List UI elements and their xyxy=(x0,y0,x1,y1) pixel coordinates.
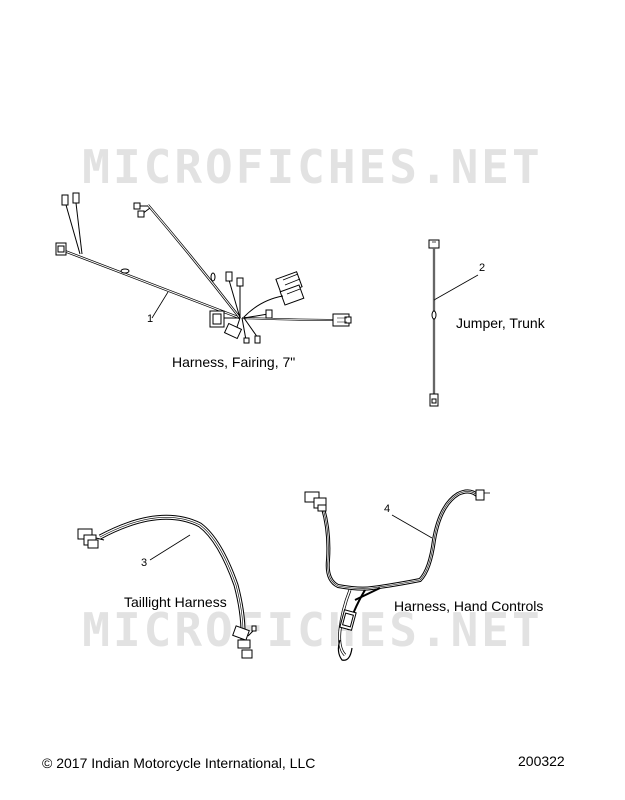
taillight-harness-drawing xyxy=(77,514,257,659)
copyright-text: © 2017 Indian Motorcycle International, … xyxy=(42,755,316,771)
part-label-fairing-harness: Harness, Fairing, 7" xyxy=(172,354,296,370)
watermark-bottom: MICROFICHES.NET xyxy=(82,603,543,657)
watermark-top: MICROFICHES.NET xyxy=(82,140,543,194)
fairing-harness-drawing xyxy=(55,192,352,344)
hand-controls-harness-drawing xyxy=(304,489,490,661)
part-label-taillight-harness: Taillight Harness xyxy=(124,594,227,610)
callout-2: 2 xyxy=(479,262,486,274)
part-label-hand-controls-harness: Harness, Hand Controls xyxy=(394,598,544,614)
part-label-trunk-jumper: Jumper, Trunk xyxy=(456,315,545,331)
callout-1: 1 xyxy=(147,313,154,325)
callout-3: 3 xyxy=(141,557,148,569)
trunk-jumper-drawing xyxy=(428,239,479,407)
diagram-number: 200322 xyxy=(518,753,565,769)
callout-4: 4 xyxy=(384,503,391,515)
